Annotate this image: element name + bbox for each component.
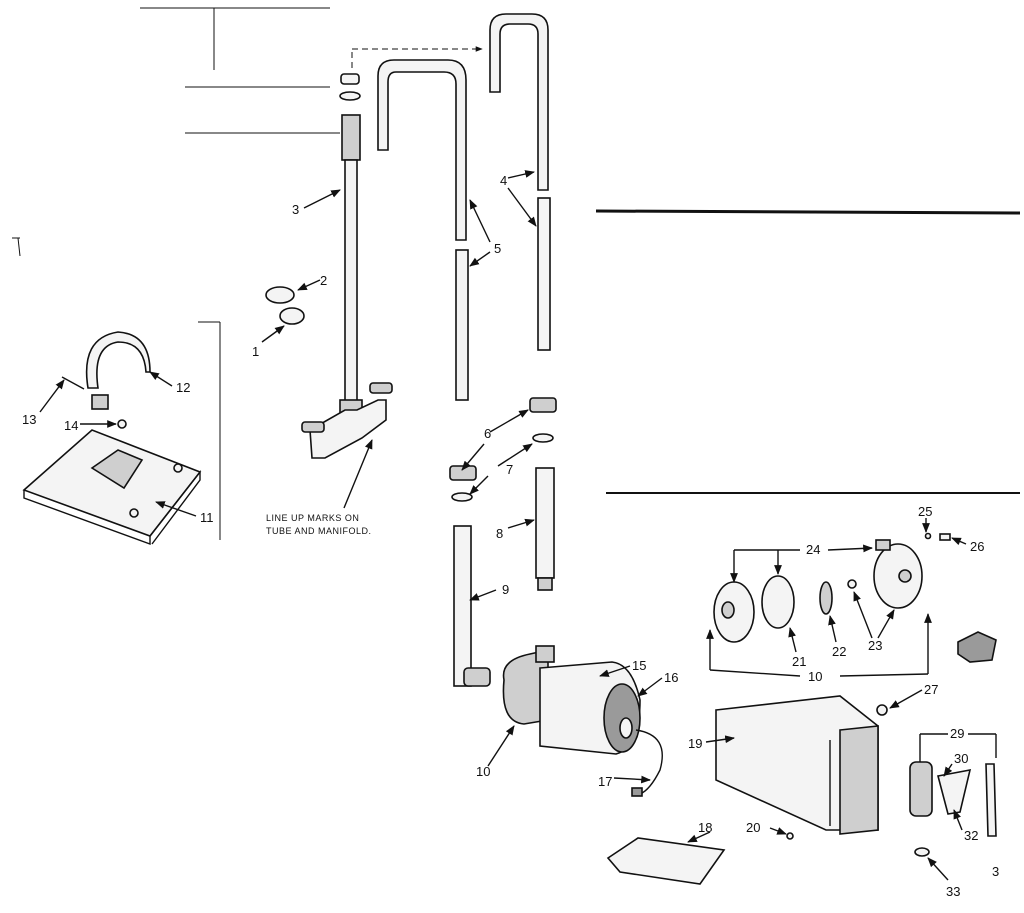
scan-artifact-lines (12, 7, 1021, 540)
cover-screw (786, 832, 794, 840)
label-32: 32 (964, 828, 978, 843)
label-3-edge: 3 (992, 864, 999, 879)
label-2: 2 (320, 273, 327, 288)
discharge-pipe (535, 467, 555, 591)
note-line-2: TUBE AND MANIFOLD. (266, 526, 372, 536)
label-33: 33 (946, 884, 960, 899)
suction-tube-manifold (301, 73, 393, 459)
label-20: 20 (746, 820, 760, 835)
suction-elbow-pipe (453, 525, 491, 687)
u-tube-front (377, 59, 469, 401)
label-18: 18 (698, 820, 712, 835)
label-7: 7 (506, 462, 513, 477)
label-26: 26 (970, 539, 984, 554)
label-10-pump: 10 (476, 764, 490, 779)
label-29: 29 (950, 726, 964, 741)
clamp-parts (265, 286, 305, 325)
foam-block (957, 631, 997, 663)
mounting-strap (85, 331, 151, 410)
label-1: 1 (252, 344, 259, 359)
motor-cover (715, 695, 879, 835)
small-screw (924, 532, 932, 540)
instruction-sheets (606, 837, 726, 885)
label-19: 19 (688, 736, 702, 751)
accessory-parts (909, 734, 997, 857)
label-17: 17 (598, 774, 612, 789)
label-3: 3 (292, 202, 299, 217)
small-clip (939, 533, 951, 541)
label-11: 11 (200, 510, 214, 525)
label-27: 27 (924, 682, 938, 697)
part-labels: 1 2 3 4 5 6 7 8 9 10 10 11 12 13 14 15 1… (22, 173, 999, 899)
label-30: 30 (954, 751, 968, 766)
label-14: 14 (64, 418, 78, 433)
label-13: 13 (22, 412, 36, 427)
label-15: 15 (632, 658, 646, 673)
base-plate (22, 429, 202, 546)
mounting-screw (61, 376, 85, 390)
label-22: 22 (832, 644, 846, 659)
label-8: 8 (496, 526, 503, 541)
label-9: 9 (502, 582, 509, 597)
label-10-impeller: 10 (808, 669, 822, 684)
label-21: 21 (792, 654, 806, 669)
label-6: 6 (484, 426, 491, 441)
label-4: 4 (500, 173, 507, 188)
note-line-1: LINE UP MARKS ON (266, 513, 359, 523)
washer (117, 419, 127, 429)
u-tube-rear (489, 13, 551, 351)
label-23: 23 (868, 638, 882, 653)
grommet (876, 704, 888, 716)
alignment-dashed-line (351, 46, 483, 70)
impeller-assembly (713, 539, 923, 643)
label-5: 5 (494, 241, 501, 256)
pump-motor (502, 645, 663, 797)
label-16: 16 (664, 670, 678, 685)
label-12: 12 (176, 380, 190, 395)
label-25: 25 (918, 504, 932, 519)
leader-lines (39, 170, 997, 881)
label-24: 24 (806, 542, 820, 557)
